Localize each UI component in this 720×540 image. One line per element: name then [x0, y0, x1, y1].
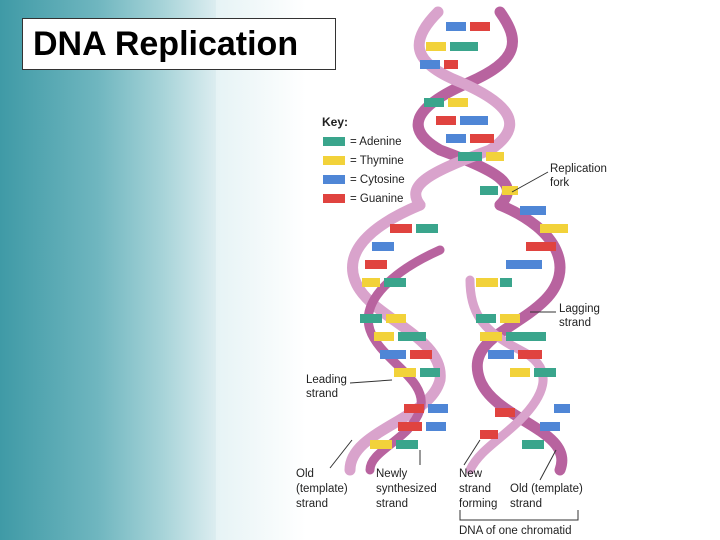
cytosine-swatch [323, 175, 345, 184]
bp-r8a [488, 350, 514, 359]
bp-r1a [520, 206, 546, 215]
bp-r3a [526, 242, 556, 251]
bp-r5a [476, 278, 498, 287]
chromatid-label: DNA of one chromatid [459, 525, 572, 537]
bp-l6b [398, 332, 426, 341]
key-legend: Key: = Adenine = Thymine = Cytosine = Gu… [322, 115, 405, 205]
bp-u3b [444, 60, 458, 69]
bp-l8b [420, 368, 440, 377]
bp-r8b [518, 350, 542, 359]
newly-synthesized-label-line1: Newly [376, 468, 408, 480]
bp-l2a [372, 242, 394, 251]
bp-u3a [420, 60, 440, 69]
key-thymine-label: = Thymine [350, 155, 404, 167]
lagging-strand-label-line1: Lagging [559, 303, 600, 315]
leading-strand-label-line2: strand [306, 388, 338, 400]
bp-l5b [386, 314, 406, 323]
key-adenine-label: = Adenine [350, 136, 401, 148]
bp-r12a [554, 404, 570, 413]
upper-helix [416, 12, 513, 205]
replication-fork-line [512, 172, 548, 192]
bp-l4a [362, 278, 380, 287]
bp-u4b [448, 98, 468, 107]
bp-u1b [470, 22, 490, 31]
replication-fork-label-line1: Replication [550, 163, 607, 175]
bp-l9a [404, 404, 424, 413]
annotation-labels: Replication fork Lagging strand Leading … [296, 163, 607, 537]
key-guanine-label: = Guanine [350, 193, 403, 205]
adenine-swatch [323, 137, 345, 146]
replication-fork-label-line2: fork [550, 177, 569, 189]
newly-synthesized-label-line2: synthesized [376, 483, 437, 495]
bp-u1a [446, 22, 466, 31]
bp-l11b [396, 440, 418, 449]
bp-l6a [374, 332, 394, 341]
bp-u6b [470, 134, 494, 143]
newly-synthesized-label-line3: strand [376, 498, 408, 510]
bp-l4b [384, 278, 406, 287]
bp-r7a [480, 332, 502, 341]
old-template-right-label-line2: strand [510, 498, 542, 510]
bp-l11a [370, 440, 392, 449]
bp-r9a [510, 368, 530, 377]
bp-r4a [506, 260, 542, 269]
new-strand-forming-label-line3: forming [459, 498, 497, 510]
leading-strand-line [350, 380, 392, 383]
bp-l9b [428, 404, 448, 413]
old-template-right-label-line1: Old (template) [510, 483, 583, 495]
bp-r13a [540, 422, 560, 431]
bp-u5b [460, 116, 488, 125]
bp-l1b [416, 224, 438, 233]
bp-l3a [365, 260, 387, 269]
right-daughter-helix [470, 205, 570, 470]
bp-u2a [426, 42, 446, 51]
old-template-right-line [540, 450, 556, 480]
bp-r9b [534, 368, 556, 377]
guanine-swatch [323, 194, 345, 203]
bp-r5b [500, 278, 512, 287]
bp-l10a [398, 422, 422, 431]
new-strand-forming-label-line2: strand [459, 483, 491, 495]
key-heading: Key: [322, 115, 348, 129]
bp-l8a [394, 368, 416, 377]
bp-l7b [410, 350, 432, 359]
key-cytosine-label: = Cytosine [350, 174, 405, 186]
old-template-left-label-line3: strand [296, 498, 328, 510]
bp-u6a [446, 134, 466, 143]
lagging-strand-label-line2: strand [559, 317, 591, 329]
bp-r6a [476, 314, 496, 323]
chromatid-bracket [460, 510, 578, 520]
bp-u8a [480, 186, 498, 195]
bp-l5a [360, 314, 382, 323]
bp-r14a [522, 440, 544, 449]
bp-r7b [506, 332, 546, 341]
bp-u7a [458, 152, 482, 161]
bp-u7b [486, 152, 504, 161]
bp-l10b [426, 422, 446, 431]
bp-r2a [540, 224, 568, 233]
left-daughter-helix [350, 205, 448, 470]
bp-r10a [495, 408, 515, 417]
leading-strand-label-line1: Leading [306, 374, 347, 386]
bp-u2b [450, 42, 478, 51]
bp-r6b [500, 314, 520, 323]
bp-r11a [480, 430, 498, 439]
old-template-left-label-line1: Old [296, 468, 314, 480]
thymine-swatch [323, 156, 345, 165]
old-template-left-label-line2: (template) [296, 483, 348, 495]
bp-u4a [424, 98, 444, 107]
bp-u5a [436, 116, 456, 125]
bp-l7a [380, 350, 406, 359]
bp-l1a [390, 224, 412, 233]
new-strand-forming-label-line1: New [459, 468, 483, 480]
